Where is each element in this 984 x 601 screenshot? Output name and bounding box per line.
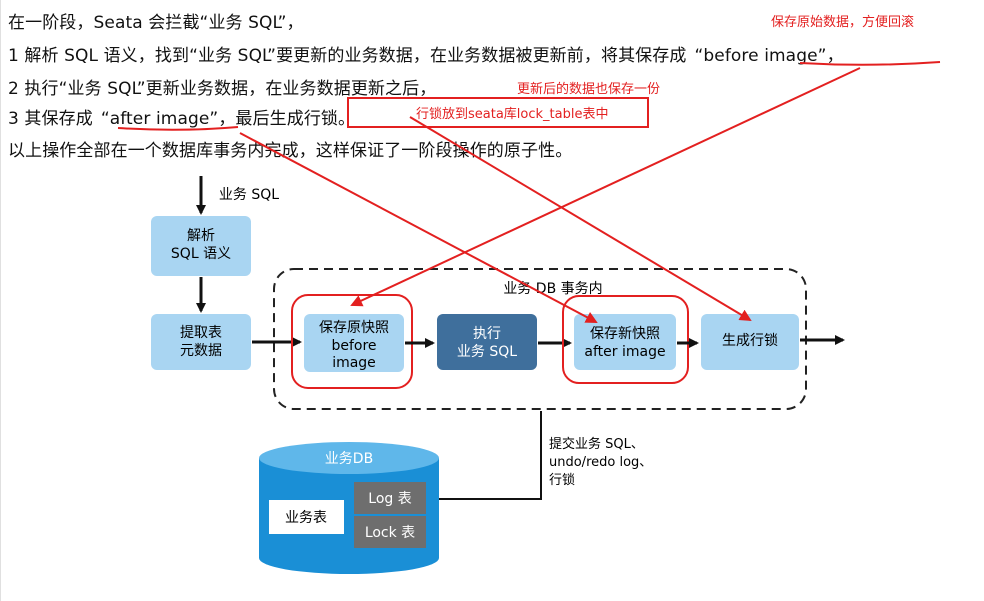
db-business-table: [269, 500, 344, 534]
after-image-pointer-arrow: [239, 132, 598, 323]
extract-box-line2: 元数据: [180, 343, 222, 359]
row-lock-box: [701, 314, 799, 370]
db-business-table-label: 业务表: [285, 510, 327, 526]
db-title: 业务DB: [325, 451, 373, 467]
text-line-2-suffix: ，: [826, 46, 844, 66]
lock-table-note: 行锁放到seata库lock_table表中: [416, 107, 609, 122]
commit-label-line3: 行锁: [549, 472, 575, 488]
after-image-highlight-frame: [562, 295, 689, 384]
commit-label-line1: 提交业务 SQL、: [549, 436, 644, 452]
before-image-pointer-arrow: [350, 67, 861, 307]
parse-box: [151, 216, 251, 276]
text-line-3: 2 执行“业务 SQL”更新业务数据，在业务数据更新之后，: [8, 79, 437, 99]
commit-arrow: [427, 411, 542, 504]
lock-pointer-arrow: [409, 116, 752, 322]
after-image-highlight: “after image”: [100, 109, 219, 129]
before-image-underline: [799, 61, 941, 66]
db-lock-table: [354, 516, 426, 548]
db-lock-table-label: Lock 表: [365, 525, 415, 541]
lock-box-label: 生成行锁: [722, 333, 778, 349]
before-box-line1: 保存原快照: [319, 320, 389, 336]
text-line-5: 以上操作全部在一个数据库事务内完成，这样保证了一阶段操作的原子性。: [8, 141, 573, 161]
db-log-table-label: Log 表: [368, 491, 411, 507]
extract-box: [151, 314, 251, 370]
text-line-4-mid: ，最后生成: [218, 109, 304, 129]
before-image-highlight: “before image”: [694, 46, 827, 66]
left-margin-rule: [0, 0, 1, 601]
before-box-line2: before: [331, 338, 376, 354]
text-line-1: 在一阶段，Seata 会拦截“业务 SQL”，: [8, 13, 304, 33]
text-line-2-prefix: 1 解析 SQL 语义，找到“业务 SQL”要更新的业务数据，在业务数据被更新前…: [8, 46, 687, 66]
before-box-line3: image: [332, 355, 376, 371]
input-label: 业务 SQL: [219, 187, 279, 203]
after-box-line2: after image: [584, 344, 665, 360]
after-image-note: 更新后的数据也保存一份: [517, 82, 661, 97]
parse-box-line2: SQL 语义: [171, 246, 231, 262]
text-line-4: 3 其保存成 “after image”，最后生成行锁。: [8, 104, 355, 129]
after-box-line1: 保存新快照: [590, 326, 660, 342]
parse-box-line1: 解析: [187, 228, 215, 244]
text-line-4-prefix: 3 其保存成: [8, 109, 93, 129]
db-log-table: [354, 482, 426, 514]
exec-box-line2: 业务 SQL: [457, 344, 517, 360]
after-image-underline: [117, 126, 239, 131]
rollback-note: 保存原始数据，方便回滚: [771, 15, 915, 30]
row-lock-text: 行锁。: [303, 109, 356, 129]
text-line-2: 1 解析 SQL 语义，找到“业务 SQL”要更新的业务数据，在业务数据被更新前…: [8, 41, 844, 66]
before-image-box: [304, 314, 404, 372]
transaction-label: 业务 DB 事务内: [503, 281, 602, 297]
execute-sql-box: [437, 314, 537, 370]
lock-note-frame: [347, 97, 649, 128]
commit-label-line2: undo/redo log、: [549, 455, 652, 470]
exec-box-line1: 执行: [473, 326, 501, 342]
after-image-box: [574, 314, 676, 370]
extract-box-line1: 提取表: [180, 325, 222, 341]
